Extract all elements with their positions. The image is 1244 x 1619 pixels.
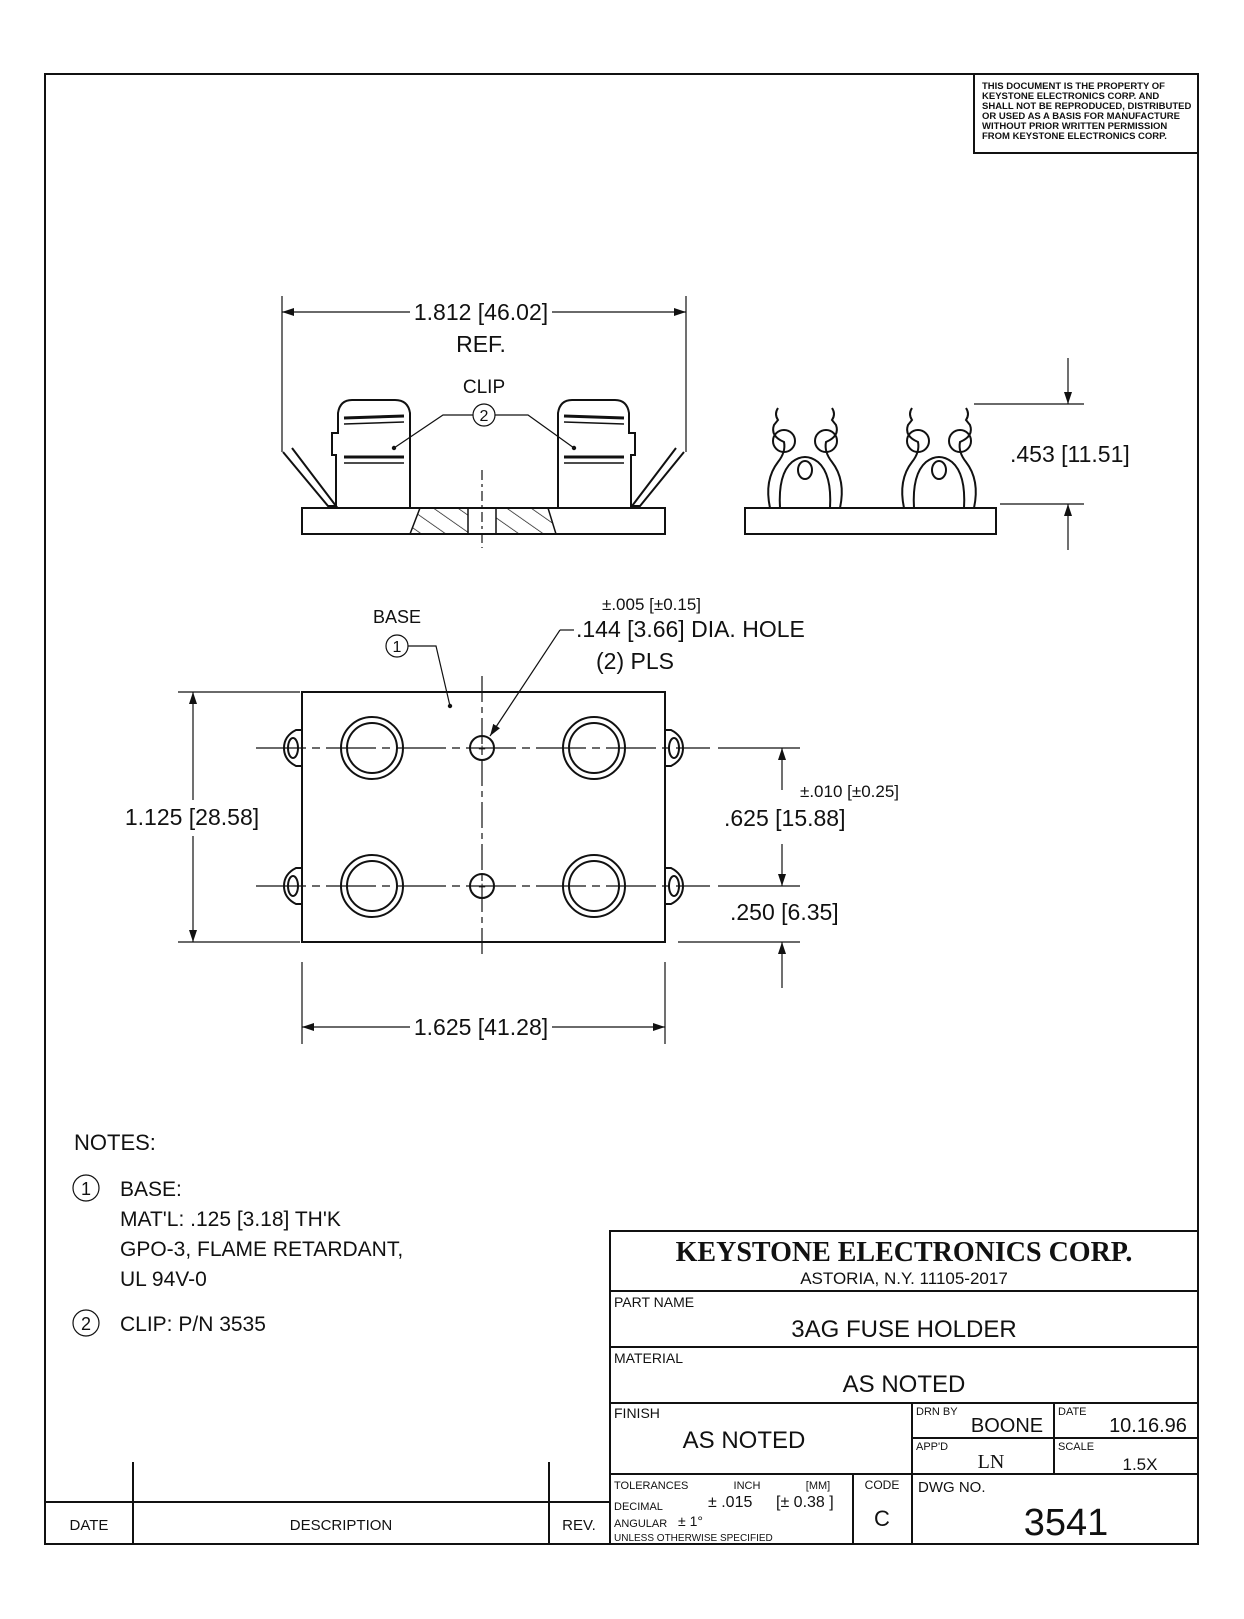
front-base-plate [301, 507, 666, 535]
front-section-hatch-left [408, 507, 469, 535]
revision-description-header: DESCRIPTION [290, 1517, 393, 1534]
note-1-balloon [72, 1174, 100, 1202]
top-view: ±.005 [±0.15] .144 [3.66] DIA. HOLE (2) … [125, 595, 899, 1044]
top-base-outline [301, 691, 666, 943]
note-2-number: 2 [81, 1314, 91, 1334]
side-left-clip [767, 407, 843, 509]
drawn-by-label: DRN BY [916, 1406, 958, 1418]
top-width-dimension: 1.625 [41.28] [414, 1014, 548, 1040]
front-width-dimension: 1.812 [46.02] [414, 299, 548, 325]
title-block: KEYSTONE ELECTRONICS CORP. ASTORIA, N.Y.… [609, 1230, 1199, 1545]
note-1-line-2: MAT'L: .125 [3.18] TH'K [120, 1208, 341, 1231]
tolerances-label: TOLERANCES [614, 1480, 688, 1492]
front-left-clip [331, 399, 411, 508]
front-view: 1.812 [46.02] REF. CLIP 2 [281, 296, 687, 548]
copyright-notice: THIS DOCUMENT IS THE PROPERTY OF KEYSTON… [973, 73, 1199, 154]
company-name: KEYSTONE ELECTRONICS CORP. [676, 1237, 1133, 1268]
finish-label: FINISH [614, 1405, 660, 1421]
clip-tabs [282, 729, 685, 905]
clip-ring-lower-right [562, 854, 626, 918]
decimal-label: DECIMAL [614, 1501, 663, 1513]
side-view: .453 [11.51] [744, 358, 1130, 550]
copyright-line-6: FROM KEYSTONE ELECTRONICS CORP. [982, 131, 1167, 142]
side-base-plate [744, 507, 997, 535]
copyright-line-3: SHALL NOT BE REPRODUCED, DISTRIBUTED [982, 101, 1192, 112]
inch-label: INCH [734, 1480, 761, 1492]
mounting-hole-lower [469, 873, 495, 899]
copyright-line-1: THIS DOCUMENT IS THE PROPERTY OF [982, 81, 1165, 92]
clip-ring-upper-right [562, 716, 626, 780]
clip-ring-upper-left [340, 716, 404, 780]
front-right-clip [557, 399, 636, 508]
clip-callout-label: CLIP [463, 377, 505, 398]
angular-label: ANGULAR [614, 1518, 667, 1530]
copyright-line-5: WITHOUT PRIOR WRITTEN PERMISSION [982, 121, 1167, 132]
approved-value: LN [978, 1451, 1005, 1473]
svg-text:+: + [478, 741, 486, 756]
revision-date-header: DATE [70, 1517, 109, 1534]
spacing-tolerance: ±.010 [±0.25] [800, 782, 899, 801]
angular-tolerance: ± 1° [678, 1513, 703, 1529]
hole-tolerance: ±.005 [±0.15] [602, 595, 701, 614]
hole-diameter-callout: .144 [3.66] DIA. HOLE [576, 616, 805, 642]
copyright-line-2: KEYSTONE ELECTRONICS CORP. AND [982, 91, 1159, 102]
hole-count: (2) PLS [596, 648, 674, 674]
code-label: CODE [865, 1478, 900, 1492]
unless-specified-label: UNLESS OTHERWISE SPECIFIED [614, 1533, 773, 1544]
drawing-number-label: DWG NO. [918, 1479, 986, 1496]
date-label: DATE [1058, 1406, 1087, 1418]
note-2-balloon [72, 1309, 100, 1337]
date-value: 10.16.96 [1109, 1415, 1187, 1437]
top-edge-offset-dimension: .250 [6.35] [730, 899, 839, 925]
note-1-line-3: GPO-3, FLAME RETARDANT, [120, 1238, 403, 1261]
decimal-tolerance-mm: [± 0.38 ] [776, 1494, 834, 1511]
clip-ring-lower-left [340, 854, 404, 918]
mounting-hole-upper [469, 735, 495, 761]
code-value: C [874, 1506, 890, 1531]
side-height-dimension: .453 [11.51] [1010, 441, 1130, 467]
front-width-ref: REF. [456, 331, 506, 357]
note-1-line-4: UL 94V-0 [120, 1268, 207, 1291]
side-right-clip [901, 407, 977, 509]
company-address: ASTORIA, N.Y. 11105-2017 [800, 1269, 1008, 1288]
scale-value: 1.5X [1123, 1455, 1158, 1474]
part-name-value: 3AG FUSE HOLDER [791, 1316, 1016, 1343]
note-1-line-1: BASE: [120, 1178, 182, 1201]
part-name-label: PART NAME [614, 1294, 694, 1310]
approved-label: APP'D [916, 1441, 948, 1453]
mm-label: [MM] [806, 1480, 830, 1492]
material-value: AS NOTED [843, 1371, 966, 1398]
scale-label: SCALE [1058, 1441, 1094, 1453]
clip-balloon-number: 2 [480, 408, 489, 425]
material-label: MATERIAL [614, 1350, 683, 1366]
revision-rev-header: REV. [562, 1517, 596, 1534]
note-1-number: 1 [81, 1179, 91, 1199]
drawing-number-value: 3541 [1024, 1502, 1109, 1544]
revision-block: DATE DESCRIPTION REV. [45, 1462, 610, 1544]
top-height-dimension: 1.125 [28.58] [125, 804, 259, 830]
front-section-hatch-right [495, 507, 558, 535]
note-2-line-1: CLIP: P/N 3535 [120, 1313, 266, 1336]
notes-heading: NOTES: [74, 1130, 156, 1155]
copyright-line-4: OR USED AS A BASIS FOR MANUFACTURE [982, 111, 1180, 122]
base-balloon-number: 1 [393, 639, 402, 656]
top-spacing-dimension: .625 [15.88] [724, 805, 846, 831]
base-callout-label: BASE [373, 607, 421, 627]
finish-value: AS NOTED [683, 1427, 806, 1454]
svg-text:+: + [478, 879, 486, 894]
decimal-tolerance-inch: ± .015 [708, 1494, 752, 1511]
notes-block: NOTES: 1 BASE: MAT'L: .125 [3.18] TH'K G… [72, 1130, 403, 1337]
drawn-by-value: BOONE [971, 1415, 1043, 1437]
